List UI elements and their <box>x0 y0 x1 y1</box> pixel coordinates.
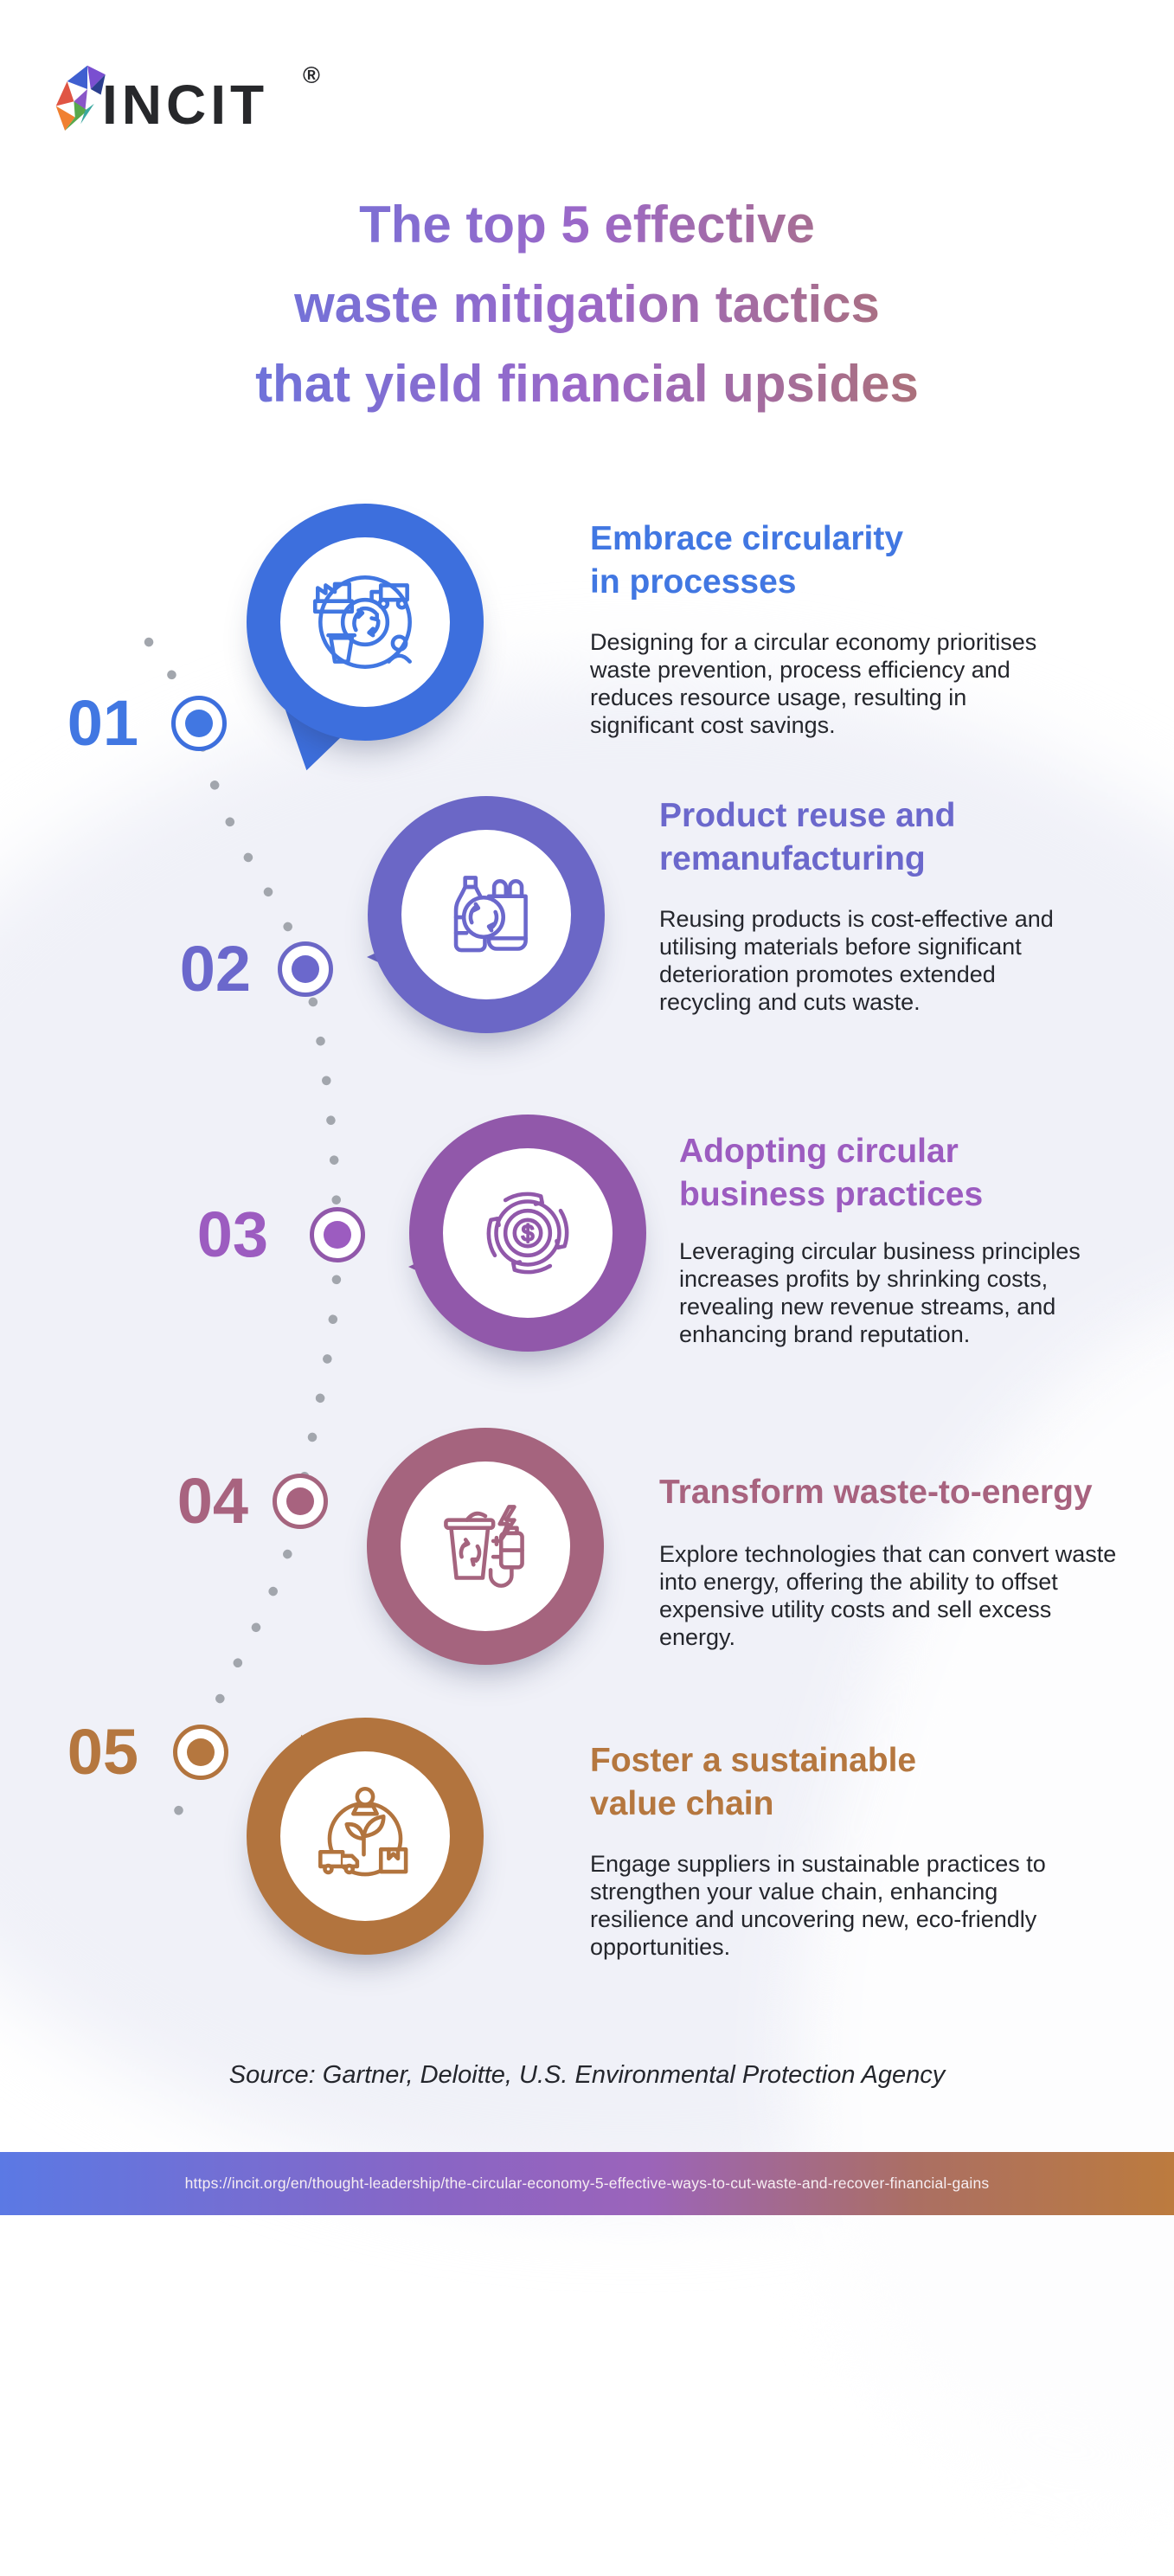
item-description: Leveraging circular business principles … <box>679 1238 1081 1347</box>
item-title: Adopting circular business practices <box>679 1133 984 1213</box>
item-circle <box>247 1718 484 1955</box>
incit-logo: INCIT ® <box>54 62 348 157</box>
item-number: 05 <box>67 1716 138 1788</box>
timeline-bullet <box>278 941 333 997</box>
logo-brand-text: INCIT <box>102 74 269 136</box>
item-description: Explore technologies that can convert wa… <box>659 1541 1117 1650</box>
butterfly-logo-icon <box>55 65 106 132</box>
footer-url-link[interactable]: https://incit.org/en/thought-leadership/… <box>184 2175 990 2192</box>
item-circle <box>367 1428 604 1665</box>
sustainable-value-chain-icon <box>318 1787 408 1877</box>
item-description: Engage suppliers in sustainable practice… <box>590 1851 1046 1960</box>
item-title: Product reuse and remanufacturing <box>659 797 956 877</box>
item-circle <box>367 796 605 1033</box>
item-circle <box>247 504 484 741</box>
item-description: Designing for a circular economy priorit… <box>590 629 1037 738</box>
item-number: 03 <box>196 1198 268 1270</box>
product-reuse-icon <box>453 876 528 953</box>
item-description: Reusing products is cost-effective and u… <box>659 906 1054 1015</box>
svg-text:$: $ <box>522 1222 534 1246</box>
item-number: 02 <box>179 933 251 1005</box>
item-title: Transform waste-to-energy <box>659 1474 1093 1511</box>
waste-to-energy-icon <box>444 1505 524 1588</box>
timeline-bullet <box>273 1474 328 1529</box>
timeline-bullet <box>171 696 227 751</box>
source-attribution: Source: Gartner, Deloitte, U.S. Environm… <box>228 2061 946 2089</box>
dotted-connector-path <box>144 637 343 1829</box>
item-title: Foster a sustainable value chain <box>590 1742 917 1822</box>
timeline-bullet <box>310 1207 365 1262</box>
timeline-bullet <box>173 1725 228 1780</box>
item-title: Embrace circularity in processes <box>590 520 904 601</box>
circular-business-icon: $ <box>486 1192 569 1275</box>
page-title: The top 5 effective waste mitigation tac… <box>0 185 1174 424</box>
item-number: 01 <box>67 687 138 759</box>
footer-url-bar: https://incit.org/en/thought-leadership/… <box>0 2152 1174 2215</box>
circular-economy-icon <box>312 575 412 669</box>
logo-registered-mark: ® <box>303 62 320 88</box>
item-number: 04 <box>176 1465 248 1537</box>
item-circle: $ <box>408 1115 646 1352</box>
